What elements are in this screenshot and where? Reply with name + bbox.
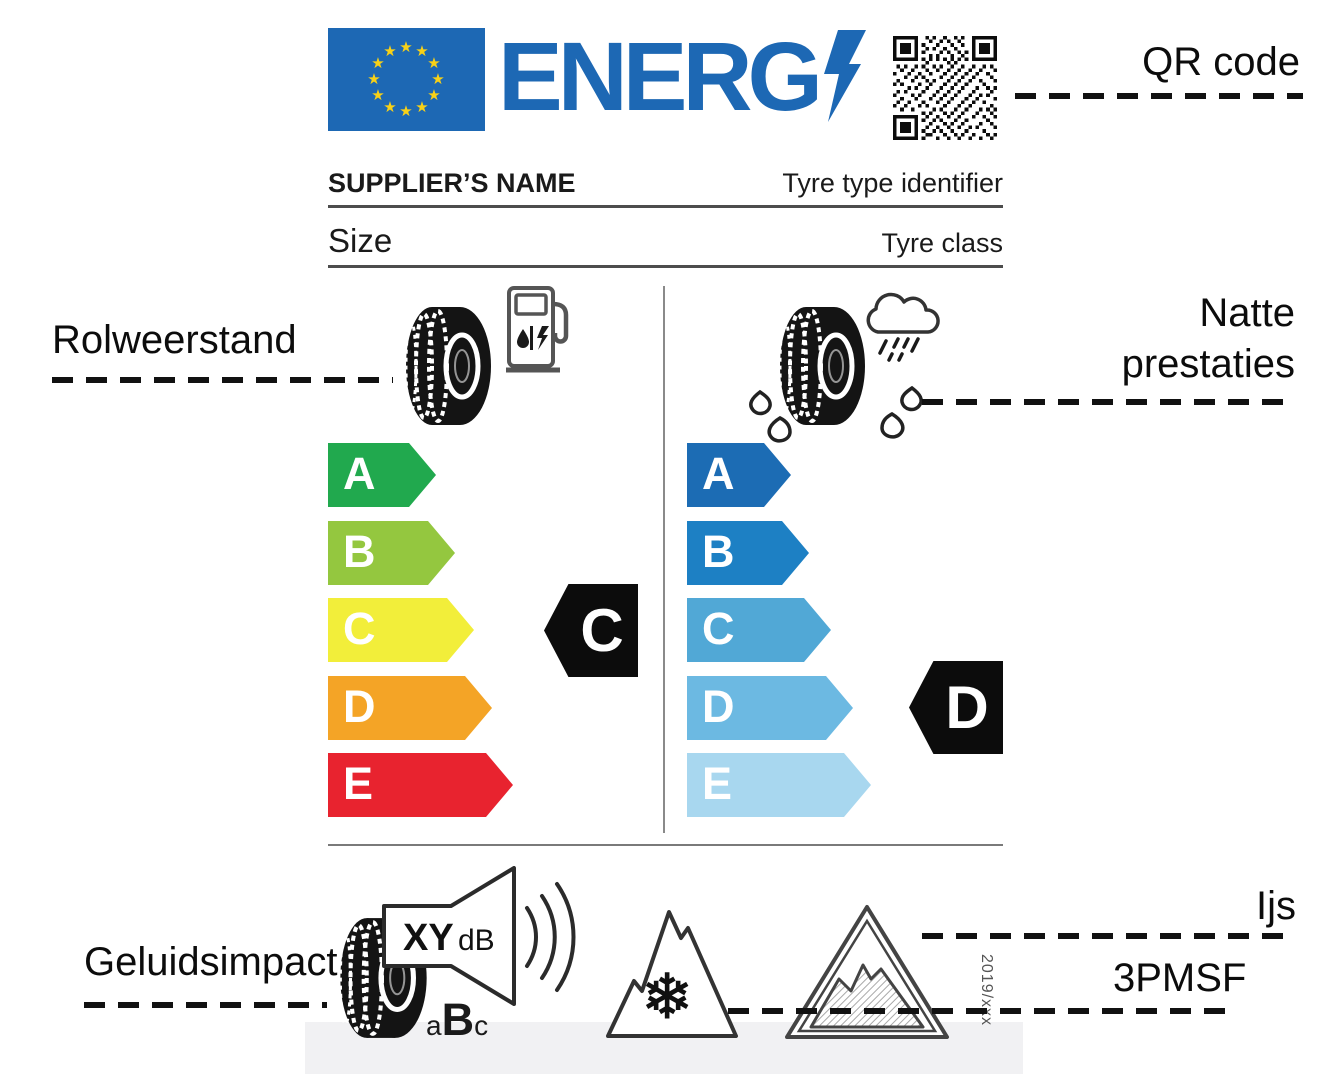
leader-line-rolling	[52, 377, 393, 383]
noise-class-b: B	[441, 994, 475, 1045]
leader-line-ice	[922, 933, 1292, 939]
grade-letter: D	[343, 681, 376, 732]
size-row: Size Tyre class	[328, 222, 1003, 260]
sound-waves-icon	[525, 882, 576, 992]
lightning-bolt-icon	[823, 30, 866, 122]
annotation-wet-line1: Natte	[1199, 291, 1295, 335]
eu-flag-icon: ★★★ ★★★ ★★★ ★★★	[328, 28, 485, 131]
annotation-3pmsf: 3PMSF	[1113, 956, 1247, 1000]
tyre-icon	[398, 300, 498, 432]
annotation-rolling-resistance: Rolweerstand	[52, 318, 297, 362]
grade-letter: A	[343, 448, 376, 499]
svg-text:★: ★	[367, 70, 380, 88]
grade-letter: C	[702, 603, 735, 654]
rolling-grade-bar-a: A	[328, 443, 436, 507]
divider-line	[328, 265, 1003, 268]
wet-grade-bar-c: C	[687, 598, 831, 662]
snowflake-icon: ❄	[641, 960, 693, 1033]
supplier-name: SUPPLIER’S NAME	[328, 168, 576, 198]
grade-letter: C	[343, 603, 376, 654]
grade-letter: B	[343, 526, 376, 577]
svg-text:★: ★	[415, 98, 428, 116]
water-splash-icon	[878, 384, 930, 442]
annotation-noise-impact: Geluidsimpact	[84, 940, 338, 984]
grade-letter: E	[343, 758, 374, 809]
leader-line-noise	[84, 1002, 327, 1008]
supplier-row: SUPPLIER’S NAME Tyre type identifier	[328, 168, 1003, 199]
svg-text:★: ★	[371, 86, 384, 104]
leader-line-3pmsf	[728, 1008, 1230, 1014]
grade-letter: E	[702, 758, 733, 809]
noise-db-value: XY	[403, 917, 454, 959]
annotation-wet-performance: Natte prestaties	[1122, 288, 1295, 390]
rolling-rating-letter: C	[580, 597, 624, 664]
grade-letter: D	[702, 681, 735, 732]
svg-text:★: ★	[399, 102, 412, 120]
noise-speaker-icon: XY dB	[382, 866, 576, 1006]
regulation-reference: 2019/xxx	[978, 954, 995, 1027]
divider-line	[328, 844, 1003, 846]
ice-grip-mountain-icon	[785, 905, 949, 1039]
qr-code	[893, 36, 997, 140]
leader-line-qr	[1015, 93, 1303, 99]
svg-text:★: ★	[415, 42, 428, 60]
grade-letter: A	[702, 448, 735, 499]
svg-text:★: ★	[399, 38, 412, 56]
noise-class-a: a	[426, 1010, 442, 1041]
annotation-ice: Ijs	[1256, 884, 1296, 928]
leader-line-wet	[922, 399, 1295, 405]
wet-grade-bar-b: B	[687, 521, 809, 585]
wet-grade-bar-d: D	[687, 676, 853, 740]
noise-class-letters: a B c	[426, 994, 488, 1046]
grade-letter: B	[702, 526, 735, 577]
svg-text:★: ★	[383, 98, 396, 116]
tyre-class-label: Tyre class	[881, 228, 1003, 258]
wet-rating-arrow: D	[909, 661, 1003, 754]
rolling-grade-bar-c: C	[328, 598, 474, 662]
svg-text:★: ★	[431, 70, 444, 88]
energy-logo-text: ENERG	[498, 22, 823, 131]
column-divider	[663, 286, 665, 833]
noise-class-c: c	[474, 1010, 489, 1041]
annotation-wet-line2: prestaties	[1121, 342, 1295, 386]
noise-db-unit: dB	[458, 924, 495, 957]
svg-text:★: ★	[371, 54, 384, 72]
svg-text:★: ★	[383, 42, 396, 60]
rolling-grade-bar-e: E	[328, 753, 513, 817]
rain-cloud-icon	[856, 284, 948, 362]
svg-text:★: ★	[427, 54, 440, 72]
water-splash-icon	[742, 388, 794, 446]
wet-grade-bar-a: A	[687, 443, 791, 507]
wet-rating-letter: D	[945, 674, 989, 741]
wet-grade-bar-e: E	[687, 753, 871, 817]
rolling-grade-bar-b: B	[328, 521, 455, 585]
rolling-rating-arrow: C	[544, 584, 638, 677]
energy-logo: ENERG	[498, 28, 866, 125]
fuel-pump-icon	[504, 284, 570, 374]
tyre-type-identifier: Tyre type identifier	[782, 168, 1003, 198]
rolling-grade-bar-d: D	[328, 676, 492, 740]
size-label: Size	[328, 222, 393, 259]
annotation-qr-code: QR code	[1142, 40, 1300, 84]
snowflake-mountain-icon: ❄	[606, 910, 738, 1038]
divider-line	[328, 205, 1003, 208]
svg-text:★: ★	[427, 86, 440, 104]
